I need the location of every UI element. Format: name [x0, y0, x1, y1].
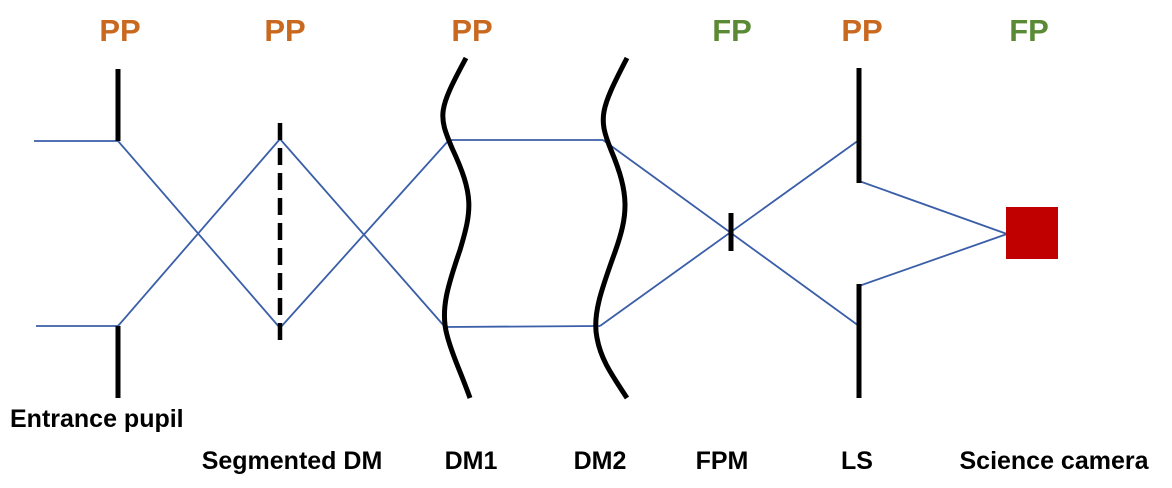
- label-dm2: DM2: [574, 447, 627, 475]
- ray-sdm-to-dm1-bottom: [279, 139, 450, 329]
- ray-ep-to-sdm-bottom: [117, 138, 281, 327]
- ray-ep-to-sdm-top: [117, 140, 281, 329]
- label-segmented-dm: Segmented DM: [202, 447, 383, 475]
- plane-label-ls: PP: [841, 13, 882, 48]
- label-dm1: DM1: [445, 447, 498, 475]
- plane-label-science-camera: FP: [1009, 13, 1049, 48]
- dm2-surface: [593, 56, 630, 400]
- dm1-surface: [440, 56, 473, 399]
- plane-label-entrance-pupil: PP: [99, 13, 140, 48]
- plane-label-fpm: FP: [712, 13, 752, 48]
- label-fpm: FPM: [696, 447, 749, 475]
- label-ls: LS: [841, 447, 873, 475]
- plane-label-segmented-dm: PP: [264, 13, 305, 48]
- ray-ls-to-camera-top: [858, 180, 1008, 235]
- ray-dm1-to-dm2-bottom: [444, 325, 601, 328]
- ray-ls-to-camera-bottom: [858, 233, 1008, 287]
- label-entrance-pupil: Entrance pupil: [10, 405, 184, 433]
- plane-label-dm1: PP: [451, 13, 492, 48]
- science-camera-detector: [1006, 207, 1058, 259]
- label-science-camera: Science camera: [959, 447, 1149, 475]
- ray-sdm-to-dm1-top: [279, 138, 446, 328]
